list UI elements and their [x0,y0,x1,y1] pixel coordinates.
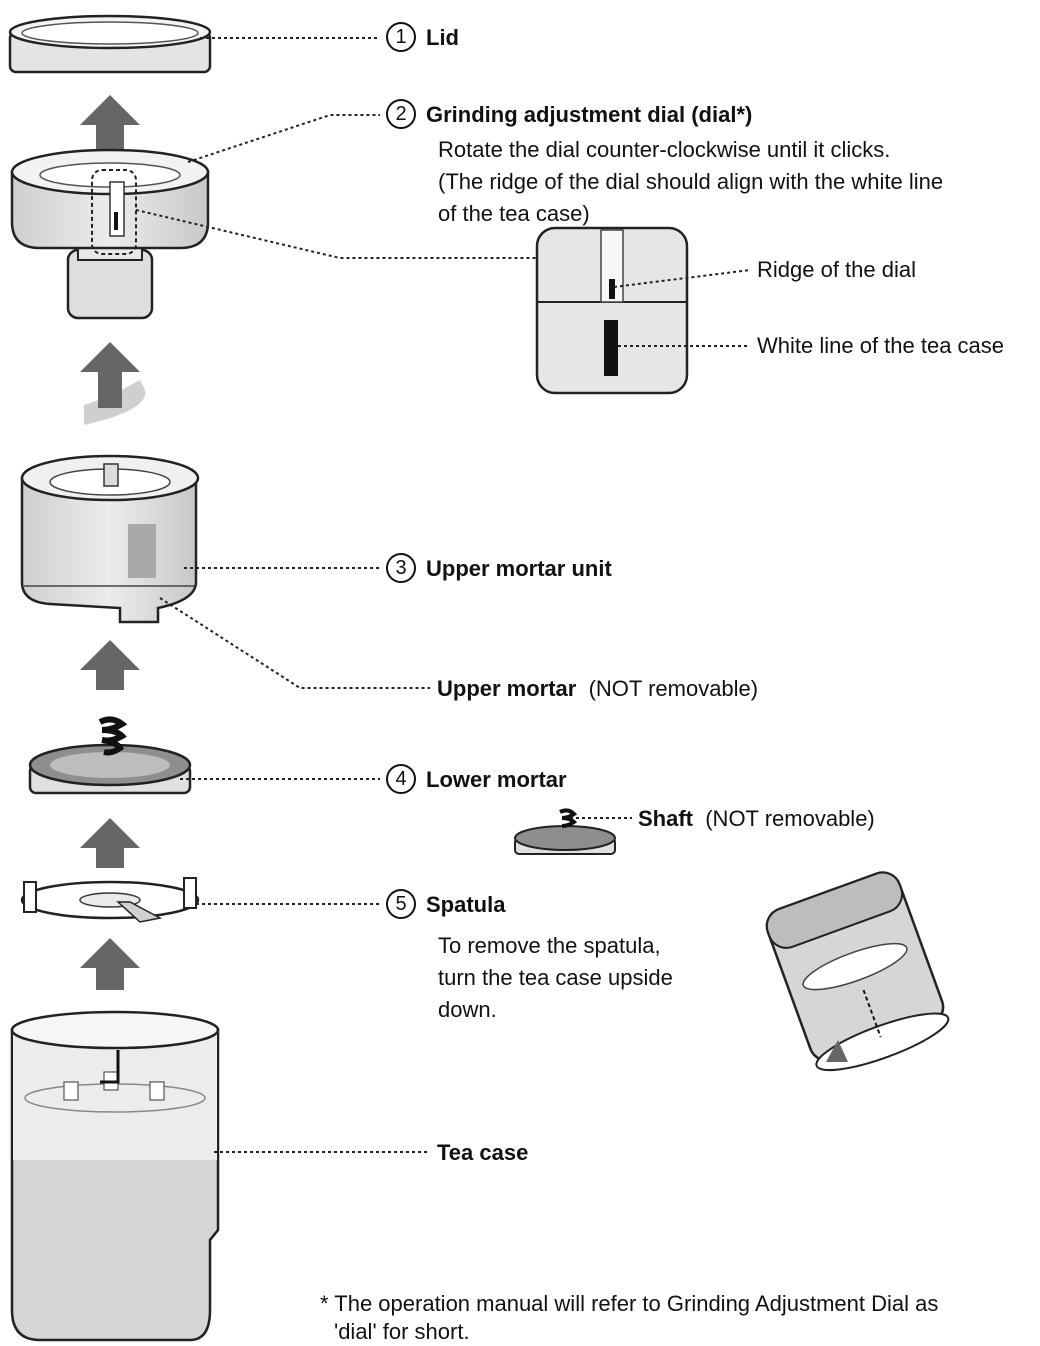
part-name: Spatula [426,891,506,917]
shaft-name: Shaft [638,806,693,831]
up-arrow-icon [80,640,140,690]
upside-down-tea-case-illustration [765,871,950,1072]
upper-mortar-callout: Upper mortar (NOT removable) [437,676,758,702]
lid-illustration [8,14,212,74]
up-arrow-icon [80,95,140,152]
shaft-callout: Shaft (NOT removable) [638,806,875,832]
part-name: Lower mortar [426,766,567,792]
footnote-line: 'dial' for short. [334,1319,470,1344]
spatula-illustration [20,877,200,923]
part-label-lid: 1 Lid [386,22,459,54]
circled-number: 2 [386,99,416,129]
instruction-line: down. [438,997,497,1022]
part-label-dial: 2 Grinding adjustment dial (dial*) [386,99,753,131]
white-line-callout: White line of the tea case [757,333,1005,358]
part-label-spatula: 5 Spatula [386,889,506,921]
shaft-note: (NOT removable) [705,806,875,831]
circled-number: 3 [386,553,416,583]
footnote-line: * The operation manual will refer to Gri… [320,1291,939,1316]
up-arrow-icon [80,818,140,868]
circled-number: 5 [386,889,416,919]
footnote: * The operation manual will refer to Gri… [320,1290,938,1346]
spatula-instructions: To remove the spatula, turn the tea case… [438,930,673,1026]
part-name: Upper mortar unit [426,555,612,581]
tea-case-callout: Tea case [437,1140,528,1166]
instruction-line: turn the tea case upside [438,965,673,990]
part-name: Grinding adjustment dial (dial*) [426,101,753,127]
upper-mortar-note: (NOT removable) [588,676,759,701]
upper-mortar-name: Upper mortar [437,676,577,701]
instruction-line: of the tea case) [438,201,590,226]
circled-number: 4 [386,764,416,794]
tea-case-name: Tea case [437,1140,529,1165]
ridge-callout: Ridge of the dial [757,257,916,282]
tea-case-illustration [10,1010,220,1342]
down-arrow-icon [826,1040,848,1062]
shaft-detail-illustration [514,808,616,855]
leader-lines [135,37,751,1153]
dial-illustration [10,148,210,320]
lower-mortar-illustration [28,716,192,795]
circled-number: 1 [386,22,416,52]
part-label-upper-mortar-unit: 3 Upper mortar unit [386,553,612,585]
dial-detail-zoom [535,226,689,395]
rotate-arrow-icon [80,342,146,425]
up-arrow-icon [80,938,140,990]
instruction-line: Rotate the dial counter-clockwise until … [438,137,891,162]
part-label-lower-mortar: 4 Lower mortar [386,764,567,796]
upper-mortar-unit-illustration [20,454,200,624]
instruction-line: (The ridge of the dial should align with… [438,169,944,194]
instruction-line: To remove the spatula, [438,933,661,958]
dial-instructions: Rotate the dial counter-clockwise until … [438,134,943,230]
part-name: Lid [426,24,459,50]
